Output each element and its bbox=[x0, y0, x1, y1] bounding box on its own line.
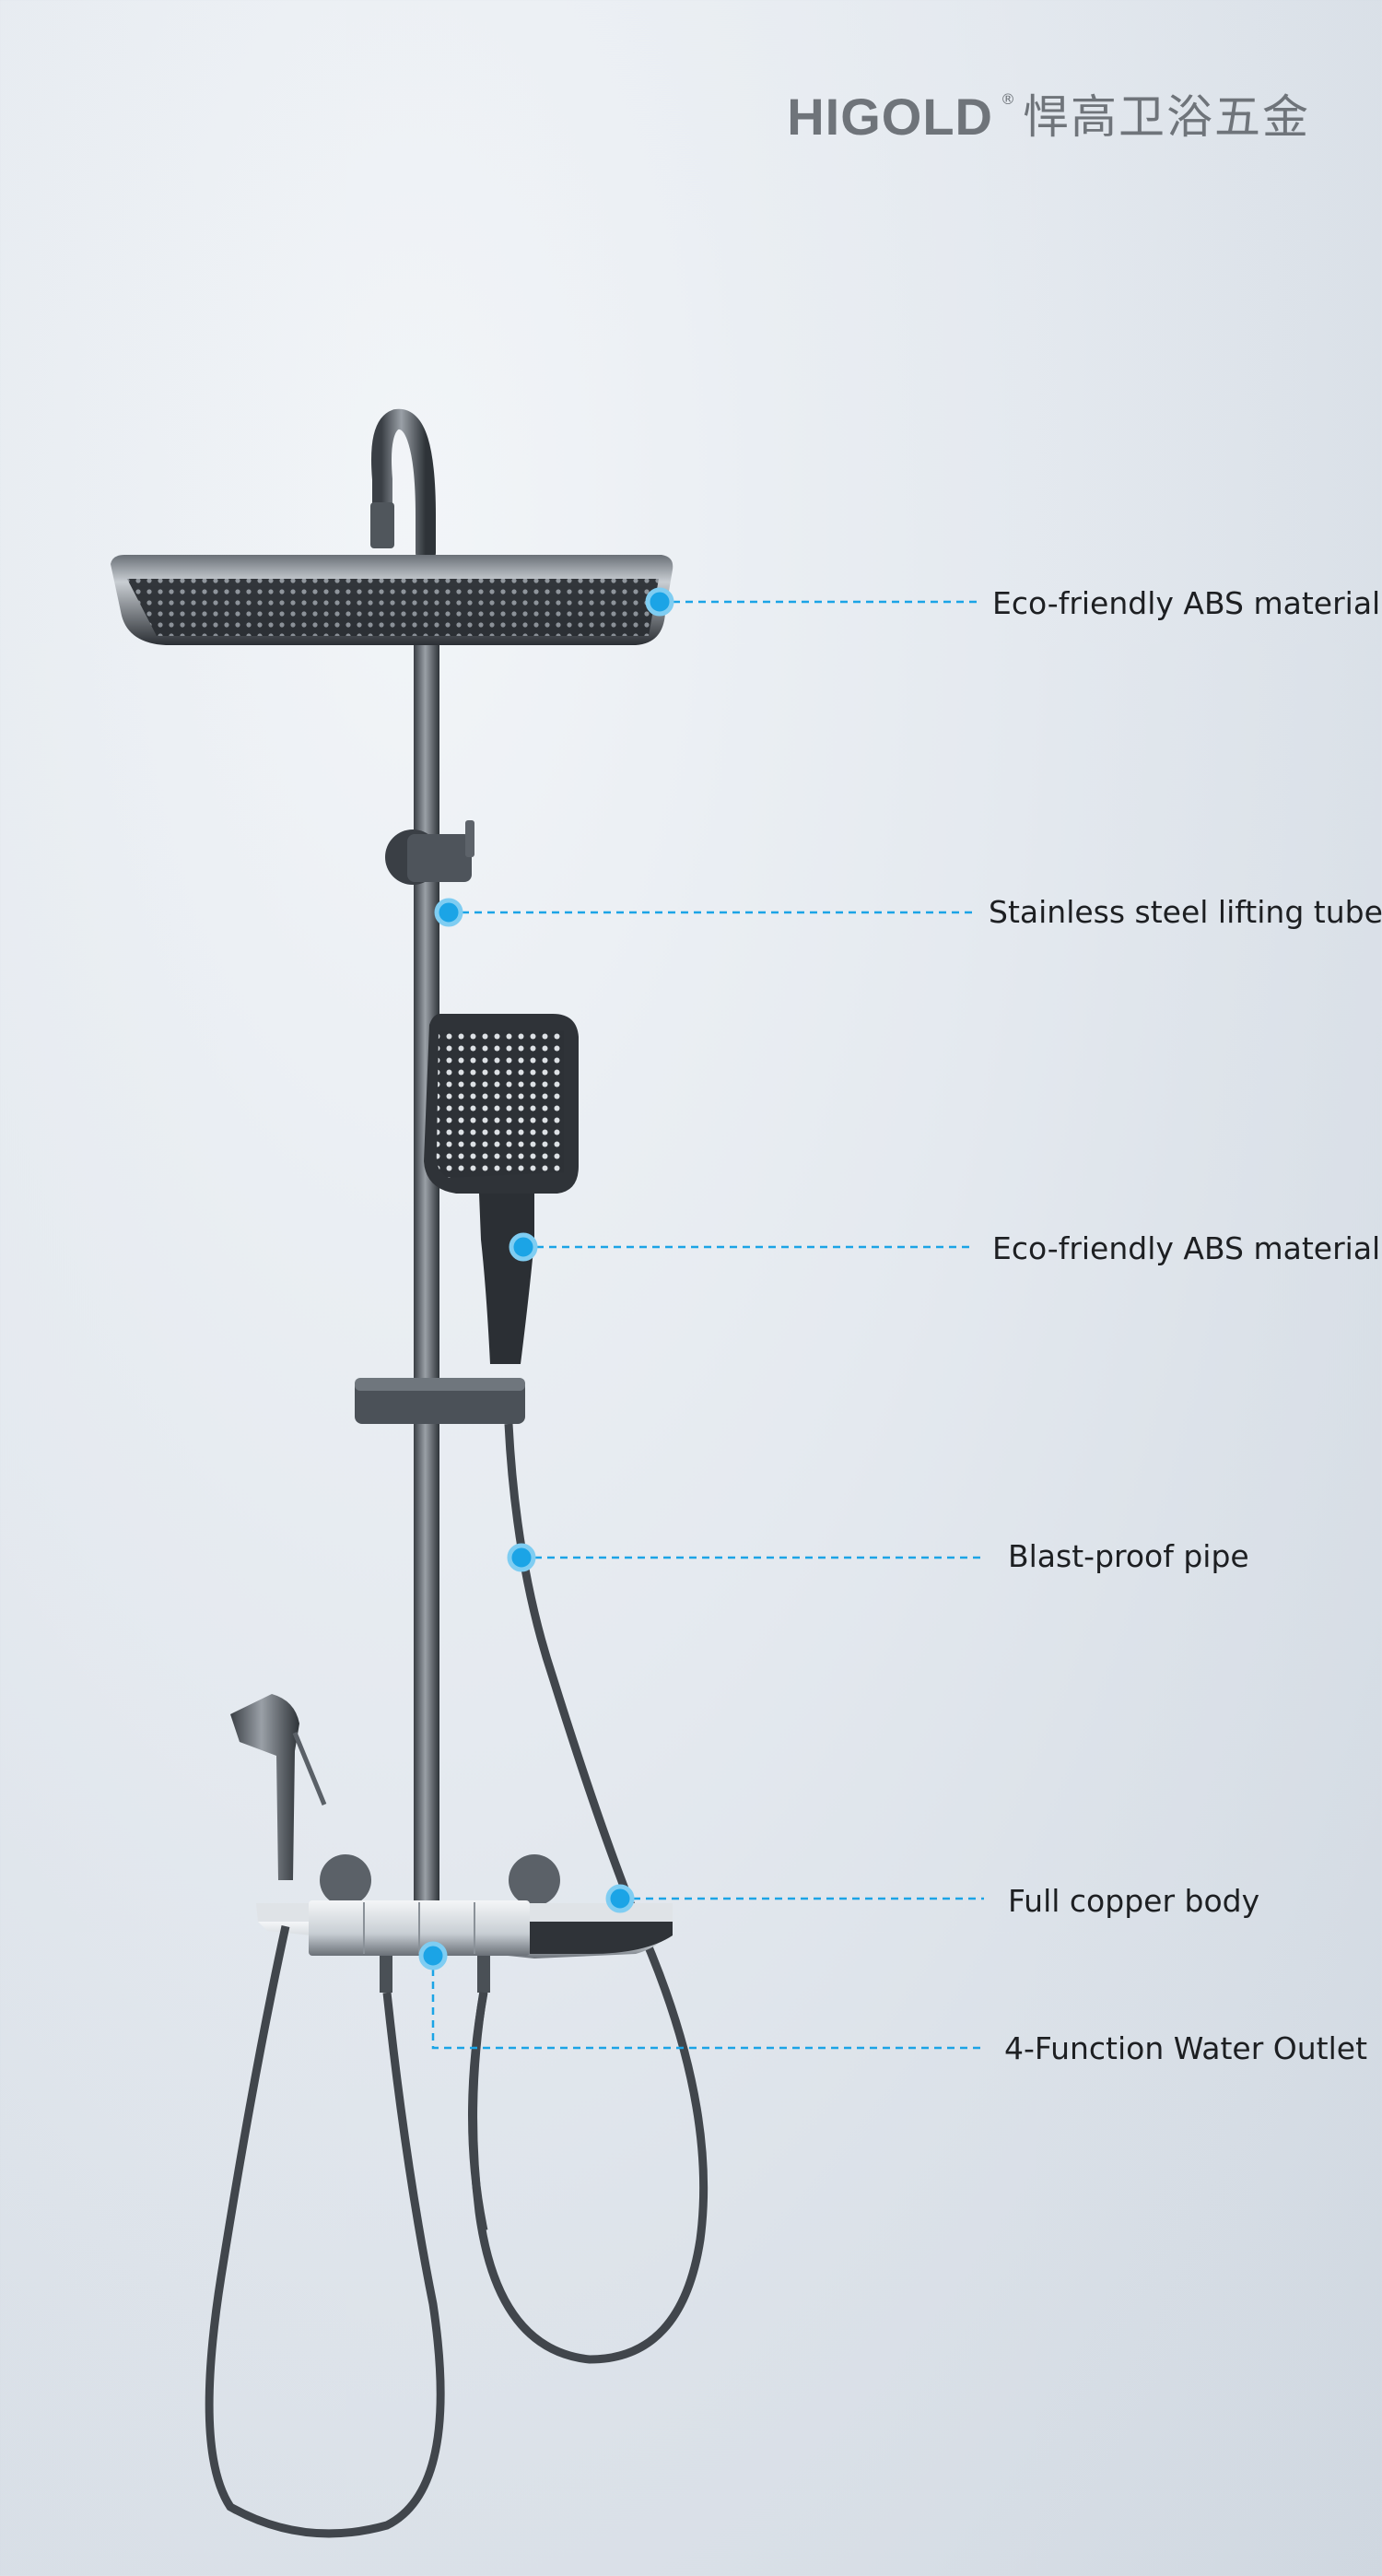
rain-shower-head bbox=[111, 555, 673, 645]
callout-label-abs-material-head: Eco-friendly ABS material bbox=[992, 585, 1381, 621]
callout-4-marker bbox=[507, 1543, 984, 1572]
brand-chinese-name: 悍高卫浴五金 bbox=[1023, 90, 1310, 144]
callout-label-copper-body: Full copper body bbox=[1008, 1883, 1260, 1919]
callout-6-marker bbox=[418, 1941, 981, 2050]
callout-label-blast-proof-pipe: Blast-proof pipe bbox=[1008, 1538, 1249, 1574]
callout-1-marker bbox=[645, 587, 977, 617]
brand-logo: HIGOLD bbox=[787, 88, 993, 146]
hand-shower bbox=[424, 1014, 579, 1364]
callout-label-water-outlet: 4-Function Water Outlet bbox=[1004, 2030, 1368, 2066]
callout-3-marker bbox=[509, 1232, 975, 1262]
callout-2-marker bbox=[434, 898, 975, 927]
thermostatic-valve-shelf bbox=[256, 1900, 673, 1993]
bidet-hose bbox=[205, 1925, 445, 2538]
callout-label-abs-material-hand: Eco-friendly ABS material bbox=[992, 1230, 1381, 1266]
callout-5-marker bbox=[605, 1884, 984, 1913]
outlet-hose bbox=[468, 1992, 488, 2231]
slide-holder bbox=[355, 1378, 525, 1424]
callout-label-lifting-tube: Stainless steel lifting tube bbox=[989, 894, 1382, 930]
shower-hose bbox=[469, 1423, 709, 2364]
brand-header: HIGOLD ® 悍高卫浴五金 bbox=[787, 85, 1310, 149]
bidet-sprayer bbox=[230, 1694, 560, 1906]
shower-arm-connector bbox=[370, 502, 394, 548]
wall-bracket bbox=[385, 820, 474, 885]
callouts bbox=[418, 587, 984, 2050]
registered-mark: ® bbox=[1001, 90, 1015, 108]
shower-arm bbox=[371, 408, 436, 563]
